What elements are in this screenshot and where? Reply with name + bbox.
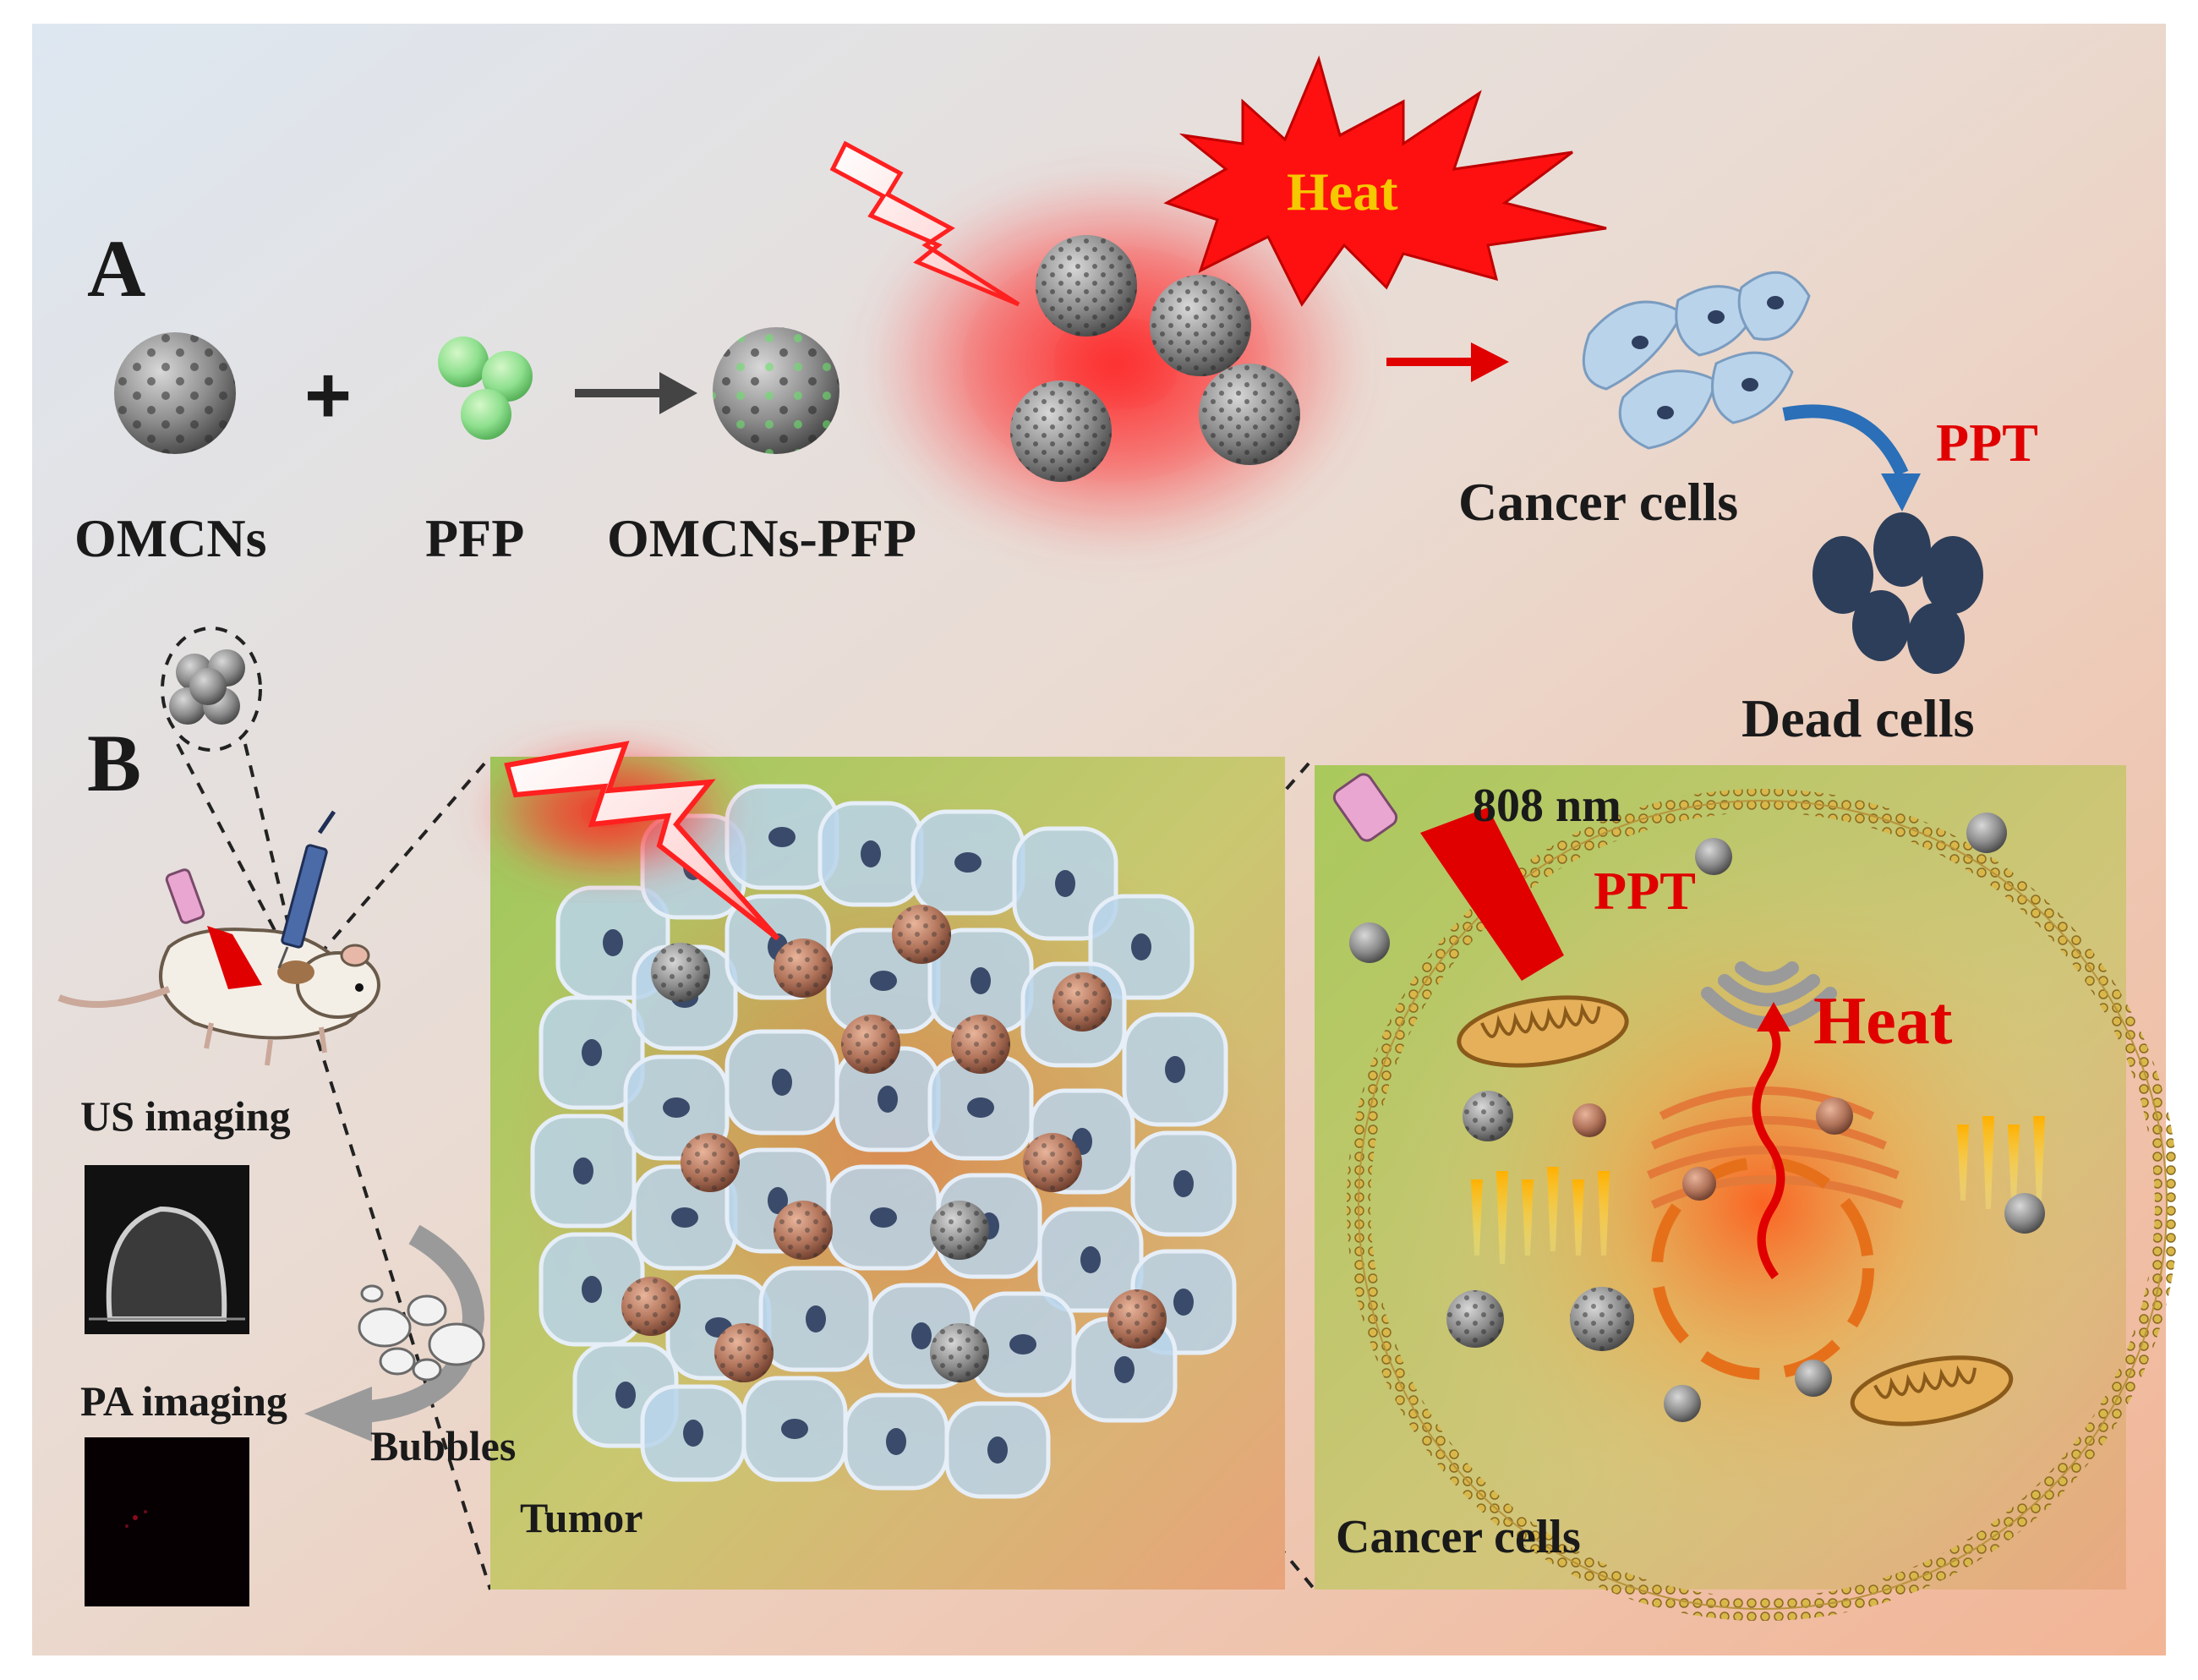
us-imaging-thumbnail (85, 1165, 249, 1334)
pa-imaging-thumbnail (85, 1437, 249, 1606)
omcns-label: OMCNs (74, 508, 267, 568)
pfp-droplets (438, 337, 533, 440)
heat-label-a: Heat (1287, 161, 1398, 222)
pa-imaging-label: PA imaging (80, 1377, 287, 1425)
nucleus (1651, 1157, 1874, 1380)
panel-b-label: B (87, 718, 142, 808)
heat-wave-arrow (1752, 1002, 1791, 1279)
tumor-laser-bolt-icon (504, 741, 780, 941)
mouse-illustration (57, 810, 380, 1066)
nanoparticle-cluster (169, 649, 245, 725)
heated-particles (1010, 235, 1300, 482)
omcns-particle (114, 332, 236, 454)
synthesis-arrow (575, 372, 697, 414)
cancer-cell-nuclei (1632, 296, 1784, 419)
bubbles-label: Bubbles (370, 1422, 517, 1469)
mitochondria (1457, 995, 2014, 1426)
tumor-label: Tumor (520, 1494, 643, 1541)
cancer-cells-label-b: Cancer cells (1336, 1511, 1581, 1563)
bubbles (304, 1224, 485, 1442)
ppt-curved-arrow (1782, 404, 1921, 512)
red-arrow (1386, 342, 1509, 382)
omcns-pfp-label: OMCNs-PFP (607, 508, 917, 568)
pfp-label: PFP (425, 508, 525, 568)
laser-device (1332, 773, 1564, 981)
plus-sign: + (304, 350, 353, 441)
heat-label-b: Heat (1813, 984, 1953, 1059)
laser-bolt-icon (829, 140, 1020, 307)
omcns-pfp-particle (713, 327, 839, 454)
cell-nanoparticles (1349, 813, 2045, 1422)
heat-starburst (1163, 55, 1607, 307)
cancer-cells-label-a: Cancer cells (1458, 472, 1739, 532)
cell-membrane-line (1358, 800, 2168, 1610)
ppt-label-a: PPT (1936, 413, 2038, 473)
panel-a-label: A (87, 223, 146, 314)
tumor-nanoparticles (621, 905, 1167, 1382)
ppt-label-b: PPT (1594, 861, 1696, 921)
us-imaging-label: US imaging (80, 1092, 291, 1140)
membrane-proteins (1471, 1116, 2045, 1264)
wavelength-label: 808 nm (1473, 780, 1621, 832)
dead-cells-label: Dead cells (1741, 688, 1975, 748)
dead-cells-cluster (1813, 512, 1983, 674)
